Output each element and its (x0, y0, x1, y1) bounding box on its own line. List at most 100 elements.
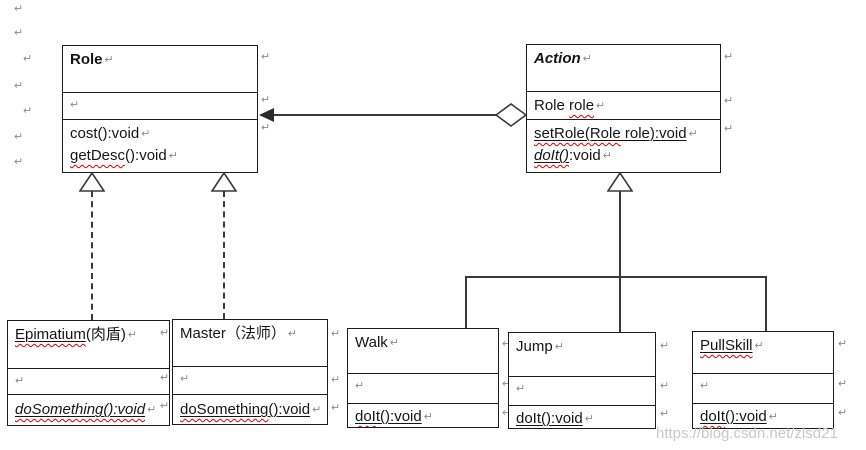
method-row: getDesc():void↵ (70, 145, 250, 167)
paragraph-mark-icon: ↵ (160, 400, 170, 412)
class-name: Master（法师） (180, 325, 286, 342)
method-row: doSomething():void↵ (180, 398, 321, 420)
class-methods-section: doIt():void↵ (693, 404, 833, 428)
class-attributes-section: ↵ (8, 369, 169, 395)
paragraph-mark-icon: ↵ (261, 122, 271, 134)
paragraph-mark-icon: ↵ (14, 131, 24, 143)
paragraph-mark-icon: ↵ (15, 375, 25, 387)
paragraph-mark-icon: ↵ (168, 150, 178, 162)
class-box-walk: Walk↵ ↵ doIt():void↵ (347, 328, 499, 428)
paragraph-mark-icon: ↵ (660, 340, 670, 352)
inheritance-triangle-icon (79, 172, 105, 192)
class-methods-section: setRole(Role role):void↵ doIt():void↵ (527, 120, 720, 172)
method-row: doIt():void↵ (700, 407, 826, 426)
paragraph-mark-icon: ↵ (554, 341, 564, 353)
paragraph-mark-icon: ↵ (355, 380, 365, 392)
method-label: setRole(Role role):void (534, 125, 687, 142)
class-name: Walk (355, 334, 388, 351)
paragraph-mark-icon: ↵ (516, 383, 526, 395)
method-label: ():void (125, 147, 167, 164)
class-title-section: PullSkill↵ (693, 332, 833, 374)
method-label: doSomething():void (180, 401, 310, 418)
inheritance-line (465, 276, 467, 328)
paragraph-mark-icon: ↵ (596, 100, 606, 112)
paragraph-mark-icon: ↵ (838, 407, 848, 419)
class-attributes-section: ↵ (348, 374, 498, 404)
class-title-section: Epimatium(肉盾)↵ (8, 321, 169, 369)
paragraph-mark-icon: ↵ (14, 27, 24, 39)
paragraph-mark-icon: ↵ (331, 402, 341, 414)
paragraph-mark-icon: ↵ (389, 337, 399, 349)
paragraph-mark-icon: ↵ (724, 123, 734, 135)
class-box-epimatium: Epimatium(肉盾)↵ ↵ doSomething():void↵ (7, 320, 170, 426)
aggregation-diamond-icon (495, 103, 528, 127)
class-box-role: Role↵ ↵ cost():void↵ getDesc():void↵ (62, 45, 258, 173)
method-label: doSomething (180, 401, 269, 418)
class-name: PullSkill (700, 337, 753, 354)
paragraph-mark-icon: ↵ (724, 51, 734, 63)
class-name: Role (70, 51, 103, 68)
paragraph-mark-icon: ↵ (688, 128, 698, 140)
paragraph-mark-icon: ↵ (14, 156, 24, 168)
paragraph-mark-icon: ↵ (23, 105, 33, 117)
paragraph-mark-icon: ↵ (724, 95, 734, 107)
paragraph-mark-icon: ↵ (180, 373, 190, 385)
paragraph-mark-icon: ↵ (287, 328, 298, 340)
class-methods-section: cost():void↵ getDesc():void↵ (63, 120, 257, 172)
paragraph-mark-icon: ↵ (582, 53, 592, 65)
paragraph-mark-icon: ↵ (602, 150, 612, 162)
method-label: doIt() (534, 147, 569, 164)
class-methods-section: doIt():void↵ (348, 404, 498, 427)
inheritance-triangle-icon (607, 172, 633, 192)
inheritance-triangle-icon (211, 172, 237, 192)
paragraph-mark-icon: ↵ (23, 53, 33, 65)
paragraph-mark-icon: ↵ (423, 411, 433, 423)
paragraph-mark-icon: ↵ (502, 407, 512, 419)
paragraph-mark-icon: ↵ (700, 380, 710, 392)
class-attributes-section: ↵ (509, 377, 655, 406)
class-methods-section: doSomething():void↵ (8, 395, 169, 425)
method-label: doSomething():void (15, 401, 145, 418)
method-label: ():void (541, 410, 583, 427)
association-line (263, 114, 497, 116)
watermark-text: https://blog.csdn.net/zlsd21 (656, 425, 838, 442)
paragraph-mark-icon: ↵ (584, 413, 594, 425)
paragraph-mark-icon: ↵ (660, 380, 670, 392)
method-label: cost():void (70, 125, 140, 142)
method-label: ():void (725, 408, 767, 425)
class-name: Jump (516, 338, 553, 355)
inheritance-line (765, 276, 767, 332)
method-label: doIt (355, 408, 381, 425)
class-attributes-section: ↵ (63, 93, 257, 120)
realization-dashed-line (91, 191, 93, 320)
method-row: doIt():void↵ (534, 145, 713, 167)
class-name: Action (534, 50, 581, 67)
attribute-label: role (569, 97, 595, 114)
paragraph-mark-icon: ↵ (331, 374, 341, 386)
class-name: Epimatium(肉盾) (15, 326, 126, 343)
class-methods-section: doSomething():void↵ (173, 395, 327, 424)
paragraph-mark-icon: ↵ (261, 51, 271, 63)
inheritance-line (465, 276, 767, 278)
class-title-section: Walk↵ (348, 329, 498, 374)
inheritance-line (619, 191, 621, 333)
class-attributes-section: Role role↵ (527, 92, 720, 120)
class-title-section: Master（法师）↵ (173, 320, 327, 367)
paragraph-mark-icon: ↵ (127, 329, 138, 341)
method-label: doIt (700, 408, 726, 425)
paragraph-mark-icon: ↵ (141, 128, 151, 140)
method-label: role):void (620, 125, 687, 142)
class-box-master: Master（法师）↵ ↵ doSomething():void↵ (172, 319, 328, 425)
class-methods-section: doIt():void↵ (509, 406, 655, 428)
method-label: getDesc (70, 147, 126, 164)
paragraph-mark-icon: ↵ (502, 338, 512, 350)
attribute-row: Role role↵ (534, 97, 605, 114)
class-title-section: Jump↵ (509, 333, 655, 377)
method-row: doIt():void↵ (516, 409, 648, 428)
class-title-section: Action↵ (527, 45, 720, 92)
paragraph-mark-icon: ↵ (331, 328, 341, 340)
paragraph-mark-icon: ↵ (147, 404, 157, 416)
paragraph-mark-icon: ↵ (70, 99, 80, 111)
method-row: cost():void↵ (70, 123, 250, 145)
class-title-section: Role↵ (63, 46, 257, 93)
